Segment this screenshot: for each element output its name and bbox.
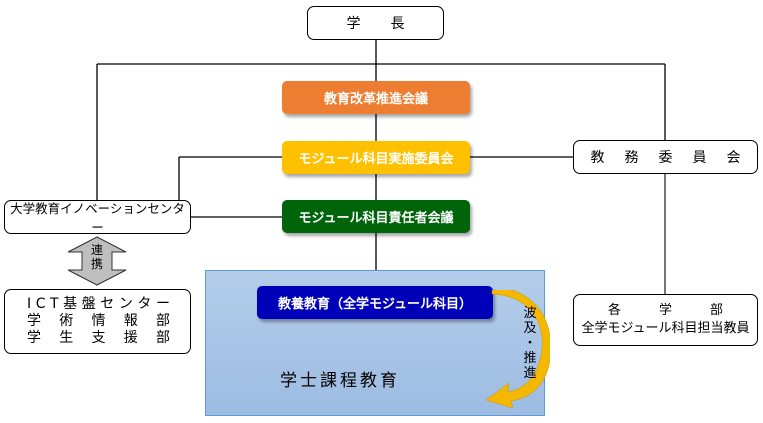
- support-char: ー: [155, 296, 170, 312]
- spread-char: 進: [523, 366, 537, 381]
- module-committee-label: モジュール科目実施委員会: [298, 152, 454, 167]
- support-char: 盤: [81, 296, 96, 312]
- academic-affairs-char: 務: [624, 150, 639, 166]
- cooperation-arrow: 連 携: [66, 236, 128, 286]
- support-char: 術: [59, 313, 74, 329]
- module-committee-box: モジュール科目実施委員会: [282, 141, 470, 174]
- support-char: 部: [156, 313, 170, 329]
- academic-affairs-committee-box: 教 務 委 員 会: [573, 140, 758, 174]
- faculties-char: 各: [607, 303, 621, 318]
- support-char: ン: [118, 296, 133, 312]
- support-char: 生: [59, 330, 74, 346]
- academic-affairs-char: 教: [590, 150, 605, 166]
- support-char: C: [35, 296, 46, 312]
- support-char: I: [27, 296, 32, 312]
- education-reform-council-label: 教育改革推進会議: [323, 92, 428, 107]
- bachelor-education-title: 学士課程教育: [280, 371, 400, 391]
- faculties-char: 部: [710, 303, 724, 318]
- spread-promote-label: 波 及 ・ 推 進: [522, 306, 538, 381]
- cooperation-char: 連: [90, 243, 103, 257]
- academic-affairs-char: 委: [658, 150, 673, 166]
- education-reform-council-box: 教育改革推進会議: [282, 81, 470, 114]
- support-unit-student-support: 学 生 支 援 部: [27, 330, 170, 347]
- double-arrow-icon: [67, 236, 127, 286]
- support-char: 支: [91, 330, 106, 346]
- president-char: 長: [390, 16, 405, 32]
- cooperation-char: 携: [90, 257, 103, 271]
- module-responsible-council-box: モジュール科目責任者会議: [282, 200, 470, 233]
- faculties-title: 各 学 部: [608, 302, 723, 320]
- module-responsible-council-label: モジュール科目責任者会議: [298, 211, 454, 226]
- support-char: セ: [100, 296, 115, 312]
- faculties-char: 学: [658, 303, 672, 318]
- support-char: タ: [137, 296, 152, 312]
- faculties-subtitle: 全学モジュール科目担当教員: [581, 321, 750, 336]
- liberal-arts-box: 教養教育（全学モジュール科目）: [257, 286, 493, 319]
- support-unit-ict-center: I C T 基 盤 セ ン タ ー: [27, 296, 170, 313]
- support-char: 学: [27, 330, 41, 346]
- spread-char: 及: [523, 321, 537, 336]
- president-char: 学: [346, 16, 361, 32]
- spread-promote-curved-arrow: [485, 290, 550, 409]
- spread-char: ・: [523, 336, 537, 351]
- spread-char: 推: [523, 351, 537, 366]
- academic-affairs-char: 員: [692, 150, 707, 166]
- support-char: T: [50, 296, 59, 312]
- support-char: 基: [63, 296, 78, 312]
- academic-affairs-char: 会: [726, 150, 741, 166]
- faculties-box: 各 学 部 全学モジュール科目担当教員: [573, 294, 758, 346]
- spread-char: 波: [523, 306, 537, 321]
- support-units-box: I C T 基 盤 セ ン タ ー 学 術 情 報 部 学 生 支 援 部: [4, 289, 191, 354]
- innovation-center-box: 大学教育イノベーションセンター: [4, 200, 191, 235]
- support-char: 部: [156, 330, 170, 346]
- innovation-center-label: 大学教育イノベーションセンター: [10, 201, 185, 235]
- support-char: 学: [27, 313, 41, 329]
- support-char: 援: [123, 330, 138, 346]
- support-char: 報: [123, 313, 138, 329]
- support-char: 情: [91, 313, 106, 329]
- president-box: 学 長: [307, 6, 444, 40]
- liberal-arts-label: 教養教育（全学モジュール科目）: [277, 297, 473, 312]
- support-unit-academic-info: 学 術 情 報 部: [27, 313, 170, 330]
